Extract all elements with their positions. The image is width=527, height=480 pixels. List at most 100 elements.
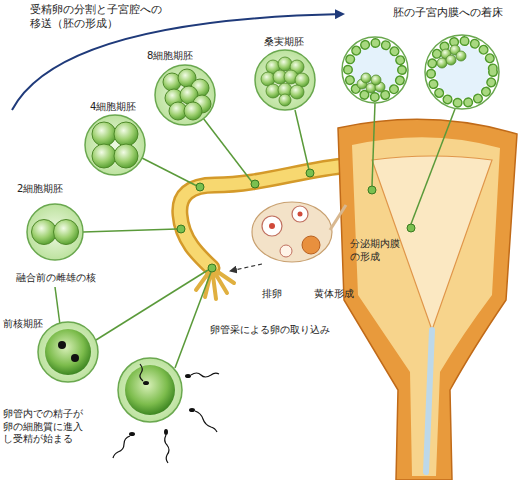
sperm [129, 432, 135, 436]
uterus [338, 119, 517, 480]
leader-line [96, 270, 208, 340]
eight-cell-embryo [155, 65, 215, 125]
pronuclear-embryo [45, 329, 91, 375]
sperm [195, 411, 217, 432]
blastocyst [361, 73, 371, 83]
morula-embryo [290, 85, 304, 99]
event-label: 卵管采による卵の取り込み [210, 324, 330, 337]
morula-embryo [261, 57, 309, 106]
two-cell-embryo [27, 204, 83, 260]
morula-embryo [255, 50, 315, 110]
blastocyst [348, 43, 402, 97]
two-cell-embryo [54, 220, 79, 245]
blastocyst [431, 41, 493, 103]
embryo-dot [196, 183, 204, 191]
uterus [338, 119, 517, 480]
leader-line [411, 109, 455, 224]
embryo-dot [407, 224, 415, 232]
sperm [113, 436, 130, 458]
fallopian-tube [180, 165, 350, 299]
pronuclear-embryo [38, 322, 98, 382]
note-text: 卵管内での精子が 卵の細胞質に進入 し受精が始まる [3, 408, 97, 446]
ovary [330, 205, 346, 230]
sperm [143, 381, 149, 385]
ovary [298, 212, 303, 217]
sperm [164, 429, 168, 435]
four-cell-embryo [85, 115, 145, 175]
process-title: 受精卵の分割と子宮腔への 移送（胚の形成） [30, 3, 172, 31]
blastocyst [425, 35, 499, 109]
leader-line [55, 103, 455, 368]
ovary [280, 245, 292, 257]
blastocyst [437, 58, 447, 68]
morula-embryo [279, 94, 291, 106]
stage-label: 8細胞期胚 [147, 50, 193, 63]
embryo-dot [177, 225, 185, 233]
sperm [185, 374, 191, 378]
embryo-dot [251, 180, 259, 188]
blastocyst [342, 37, 408, 103]
uterus [426, 330, 432, 472]
fertilized-egg [118, 358, 182, 422]
two-cell-embryo [32, 220, 57, 245]
ovary [302, 236, 320, 254]
morula-embryo [255, 50, 315, 110]
four-cell-embryo [92, 122, 116, 146]
fertilized-egg [125, 365, 175, 415]
embryo-dot [177, 169, 415, 272]
part-label: 分泌期内膜 の形成 [350, 238, 406, 263]
leader-line [142, 158, 197, 186]
ovulation-arrow [230, 264, 262, 271]
ovary [252, 202, 346, 262]
pronuclear-embryo [58, 341, 66, 349]
blastocyst [456, 51, 466, 61]
uterus [352, 137, 500, 476]
four-cell-embryo [114, 144, 138, 168]
embryo-dot [368, 186, 376, 194]
four-cell-embryo [85, 115, 145, 175]
two-cell-embryo [27, 204, 83, 260]
event-label: 黄体形成 [314, 288, 354, 301]
blastocyst [425, 35, 499, 109]
fallopian-tube [180, 165, 350, 268]
stage-label: 桑実期胚 [264, 36, 304, 49]
four-cell-embryo [114, 122, 138, 146]
blastocyst [348, 43, 402, 97]
leader-line [372, 103, 375, 186]
ovary [292, 206, 308, 222]
blastocyst [371, 75, 381, 85]
eight-cell-embryo [184, 102, 202, 120]
part-label: 融合前の雌雄の核 [16, 272, 96, 285]
embryo-dot [208, 264, 216, 272]
stage-label: 胚の子宮内膜への着床 [393, 6, 503, 20]
pronuclear-embryo [71, 354, 79, 362]
leader-line [83, 229, 177, 232]
four-cell-embryo [92, 144, 116, 168]
fallopian-tube [180, 165, 350, 268]
sperm [113, 364, 219, 463]
blastocyst [357, 73, 385, 93]
stage-label: 2細胞期胚 [17, 183, 63, 196]
blastocyst [437, 45, 466, 68]
leader-line [203, 118, 252, 182]
embryo-dot [306, 169, 314, 177]
leader-line [295, 110, 309, 170]
sperm [165, 435, 169, 463]
sperm [189, 408, 195, 412]
blastocyst [446, 55, 456, 65]
ovary [262, 216, 282, 236]
fallopian-tube [196, 268, 234, 299]
sperm [140, 364, 143, 381]
stage-label: 4細胞期胚 [90, 101, 136, 114]
stage-label: 前核期胚 [3, 318, 43, 331]
ovary [252, 202, 332, 262]
blastocyst [342, 37, 408, 103]
eight-cell-embryo [155, 65, 215, 125]
event-label: 排卵 [262, 288, 282, 301]
ovary [269, 223, 275, 229]
sperm [191, 373, 219, 377]
pronuclear-embryo [38, 322, 98, 382]
blastocyst [431, 41, 493, 103]
fertilized-egg [118, 358, 182, 422]
